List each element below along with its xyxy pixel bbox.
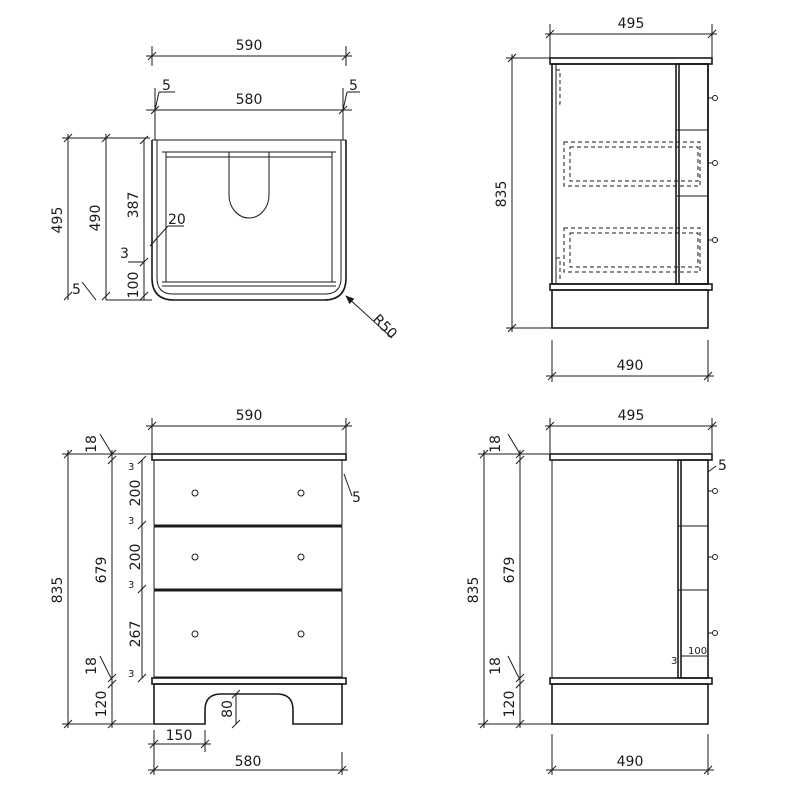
front-bottom-panel-18: 18 (84, 657, 100, 675)
front-width-580: 580 (235, 754, 262, 770)
side-front-depth-100: 100 (688, 646, 707, 657)
front-view: 590 835 18 679 18 120 (50, 408, 361, 775)
top-gap-3: 3 (120, 246, 129, 262)
side-section-height-835: 835 (494, 181, 510, 208)
side-section-depth-495: 495 (618, 16, 645, 32)
side-plinth-120: 120 (502, 691, 518, 718)
side-gap-3: 3 (671, 656, 677, 667)
side-section-depth-490: 490 (617, 358, 644, 374)
front-gap-3-a: 3 (128, 462, 134, 473)
side-depth-495: 495 (618, 408, 645, 424)
front-carcass-679: 679 (94, 557, 110, 584)
front-gap-3-d: 3 (128, 669, 134, 680)
top-depth-495: 495 (50, 207, 66, 234)
top-base-gap-5: 5 (72, 282, 81, 298)
side-view: 495 835 18 679 18 (466, 408, 727, 775)
top-view: 590 580 5 5 495 490 (50, 38, 400, 342)
side-section-view: 495 835 4 (494, 16, 718, 382)
top-edge-right-5: 5 (349, 78, 358, 94)
top-width-580: 580 (236, 92, 263, 108)
side-height-835: 835 (466, 577, 482, 604)
front-drawer2-200: 200 (128, 544, 144, 571)
side-depth-490: 490 (617, 754, 644, 770)
top-depth-490: 490 (88, 205, 104, 232)
front-drawer3-267: 267 (128, 621, 144, 648)
front-drawer1-200: 200 (128, 480, 144, 507)
front-width-590: 590 (236, 408, 263, 424)
side-top-thickness-18: 18 (488, 435, 504, 453)
front-overhang-5: 5 (352, 490, 361, 506)
front-top-thickness-18: 18 (84, 435, 100, 453)
front-height-835: 835 (50, 577, 66, 604)
top-radius-r50: R50 (369, 312, 400, 343)
top-panel-20: 20 (168, 212, 186, 228)
top-width-590: 590 (236, 38, 263, 54)
front-plinth-120: 120 (94, 691, 110, 718)
front-cutout-height-80: 80 (220, 700, 236, 718)
front-gap-3-b: 3 (128, 516, 134, 527)
front-gap-3-c: 3 (128, 580, 134, 591)
top-rail-100: 100 (126, 272, 142, 299)
side-bottom-panel-18: 18 (488, 657, 504, 675)
front-cutout-width-150: 150 (166, 728, 193, 744)
top-depth-387: 387 (126, 192, 142, 219)
side-overhang-5: 5 (718, 458, 727, 474)
top-edge-left-5: 5 (162, 78, 171, 94)
side-carcass-679: 679 (502, 557, 518, 584)
